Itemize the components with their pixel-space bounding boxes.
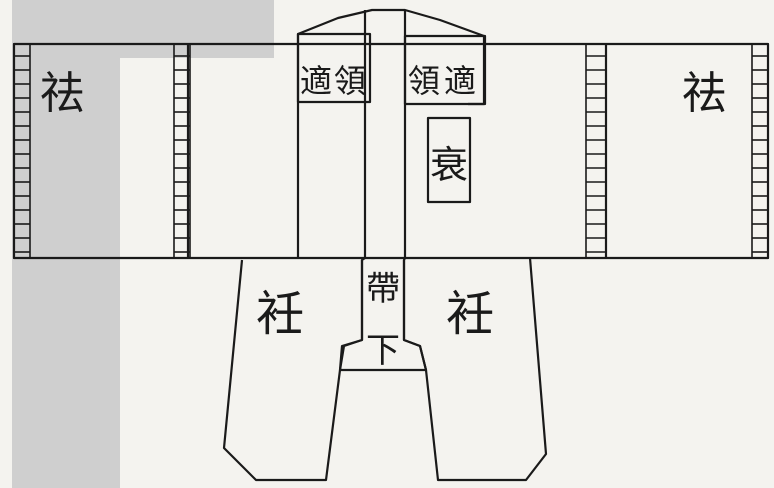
skirt-left-label: 衽 (256, 286, 304, 342)
collar-left-char-1: 適 (300, 62, 332, 100)
collar-label-box-right (403, 34, 487, 106)
sleeve-body-outline (12, 42, 770, 260)
collar-left-char-2: 領 (334, 62, 366, 100)
ladder-strip-left-inner (173, 43, 191, 259)
collar-outline (296, 8, 486, 258)
band-outline (338, 10, 428, 372)
background-shade-top (12, 0, 274, 58)
skirt-left-outline (222, 259, 364, 482)
sleeve-left-label: 祛 (40, 68, 84, 119)
sleeve-right-label: 祛 (682, 68, 726, 119)
back-panel-label: 衰 (430, 143, 468, 187)
back-panel-box (426, 116, 472, 204)
collar-right-char-1: 領 (408, 62, 440, 100)
band-char-2: 下 (366, 331, 400, 371)
band-char-1: 帶 (366, 269, 400, 309)
skirt-right-label: 衽 (446, 286, 494, 342)
collar-right-char-2: 適 (444, 62, 476, 100)
ladder-strip-right-inner (585, 43, 607, 259)
ladder-strip-left-outer (13, 43, 31, 259)
ladder-strip-right-outer (751, 43, 769, 259)
skirt-right-outline (402, 257, 548, 482)
collar-label-box-left (296, 32, 372, 104)
